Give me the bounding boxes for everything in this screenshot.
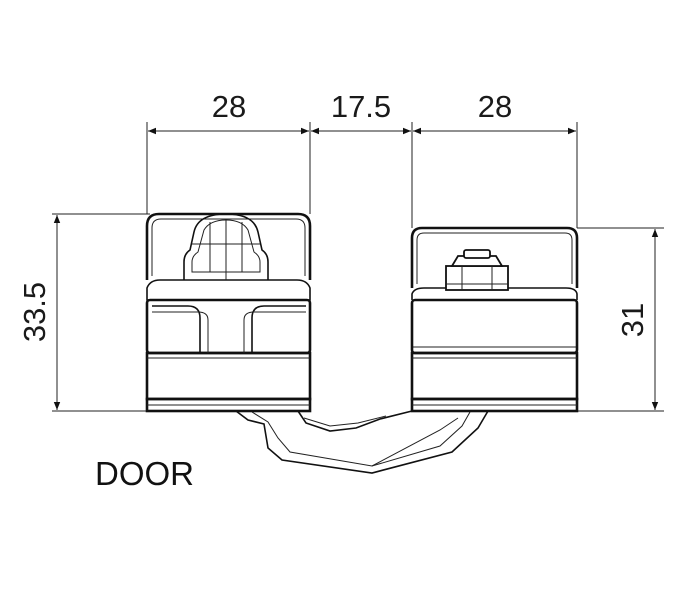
left-top-cap xyxy=(145,212,312,280)
hinge-arm-outline xyxy=(235,410,489,474)
left-shoulder xyxy=(146,279,311,301)
left-height-dimension: 33.5 xyxy=(17,213,150,412)
dimension-width-right: 28 xyxy=(478,89,512,124)
left-lower-block xyxy=(145,351,312,401)
dimension-height-right: 31 xyxy=(615,303,650,337)
right-height-dimension: 31 xyxy=(577,227,664,412)
hex-nut-icon xyxy=(445,249,509,291)
dimension-width-left: 28 xyxy=(212,89,246,124)
hinge-arm-link-inner xyxy=(303,415,387,427)
top-dimensions: 28 17.5 28 xyxy=(146,89,578,228)
hinge-arm-inner xyxy=(251,411,471,467)
right-top-cap xyxy=(410,226,579,288)
hinge-arm-link xyxy=(297,410,413,432)
dimension-gap: 17.5 xyxy=(331,89,391,124)
hinge-arm-crease xyxy=(371,417,459,467)
left-middle-block xyxy=(145,298,312,355)
door-label: DOOR xyxy=(95,455,194,492)
right-middle-block xyxy=(410,298,579,355)
right-hinge-body xyxy=(410,226,579,413)
right-lower-block xyxy=(410,351,579,401)
left-hinge-body xyxy=(145,212,312,413)
dimension-height-left: 33.5 xyxy=(17,282,52,342)
hinge-arm xyxy=(235,410,489,474)
left-keyhole-slot xyxy=(183,213,269,280)
